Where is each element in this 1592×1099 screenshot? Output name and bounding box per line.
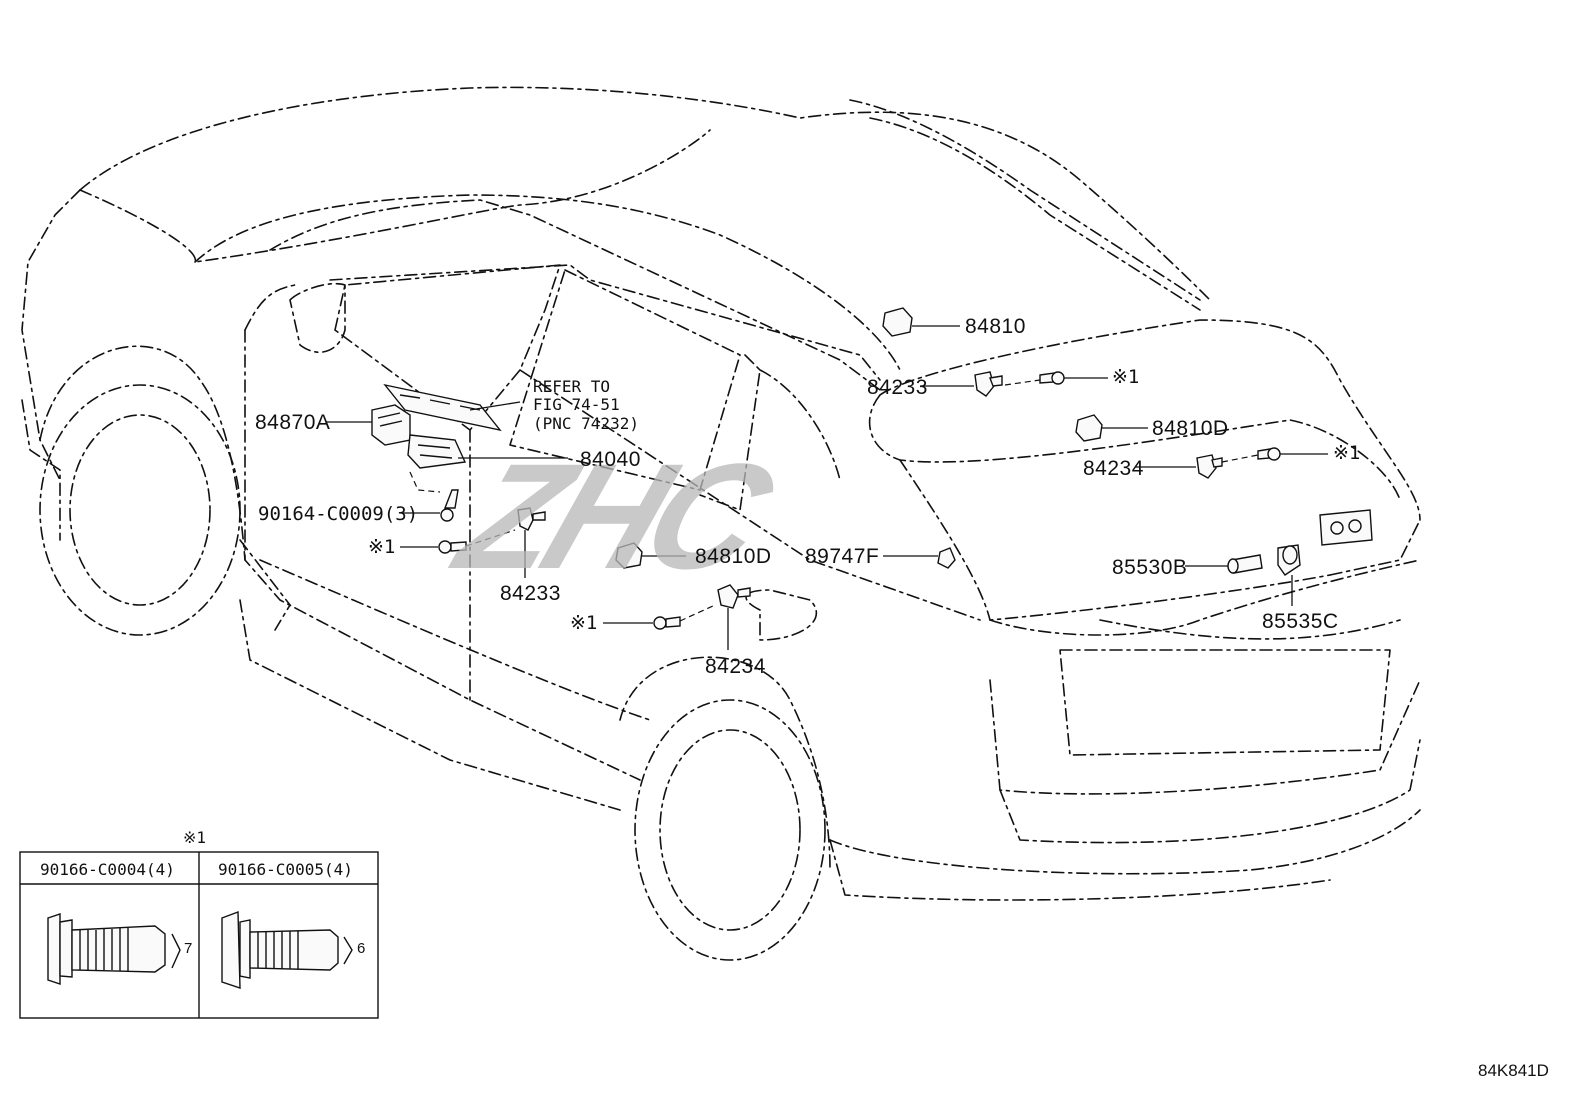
callout-mark1-top: ※1 (1112, 366, 1140, 388)
callout-refer-to-fig: REFER TO FIG 74-51 (PNC 74232) (533, 377, 639, 433)
legend-dim-left: 7 (184, 940, 193, 957)
part-screw-mark1-right (1257, 447, 1281, 461)
callout-89747F: 89747F (805, 545, 880, 568)
bolt-drawing-right (221, 910, 353, 989)
part-84233-right (974, 371, 1003, 397)
part-screw-mark1-left (438, 540, 467, 554)
tail-light (989, 559, 1421, 636)
callout-84810: 84810 (965, 315, 1026, 338)
part-84233-left (517, 507, 546, 531)
part-90164-screw (440, 489, 459, 522)
rear-emblem (1319, 509, 1373, 546)
callout-84870A: 84870A (255, 411, 331, 434)
fastener-legend-table (19, 851, 379, 1019)
part-84810D-mid (615, 542, 643, 569)
callout-84234-right: 84234 (1083, 457, 1144, 480)
part-screw-mark1-top (1039, 371, 1065, 385)
front-wheel-arch (39, 345, 246, 561)
part-screw-mark1-mid (653, 616, 681, 630)
legend-header-right: 90166-C0005(4) (218, 860, 353, 879)
part-85530B (1227, 554, 1263, 574)
callout-85530B: 85530B (1112, 556, 1188, 579)
callout-90164-C0009: 90164-C0009(3) (258, 503, 419, 525)
callout-84810D-mid: 84810D (695, 545, 772, 568)
callout-84233-right: 84233 (867, 376, 928, 399)
rear-bumper (989, 679, 1421, 795)
roof-outline (79, 86, 1211, 301)
callout-mark1-right: ※1 (1333, 442, 1361, 464)
front-wheel (39, 384, 241, 636)
roof-rail (849, 99, 1201, 301)
callout-84810D-right: 84810D (1152, 417, 1229, 440)
bolt-drawing-left (47, 913, 181, 985)
part-84040 (407, 434, 467, 469)
body-side (244, 329, 641, 781)
part-84870A (371, 404, 411, 446)
callout-84234-mid: 84234 (705, 655, 766, 678)
rear-hatch-outline (879, 319, 1421, 521)
legend-mark: ※1 (183, 828, 207, 847)
callout-mark1-mid: ※1 (570, 612, 598, 634)
part-84810 (882, 307, 913, 337)
part-84234-mid (717, 584, 751, 609)
callout-85535C: 85535C (1262, 610, 1339, 633)
part-84810D-right (1075, 414, 1103, 442)
diagram-id-code: 84K841D (1478, 1061, 1549, 1080)
legend-header-left: 90166-C0004(4) (40, 860, 175, 879)
part-trim-panel (383, 383, 502, 432)
part-85535C (1277, 544, 1301, 576)
rear-wheel (634, 699, 826, 961)
part-89747F (937, 547, 956, 569)
callout-84040: 84040 (580, 448, 641, 471)
callout-mark1-left: ※1 (368, 536, 396, 558)
callout-84233-left: 84233 (500, 582, 561, 605)
legend-dim-right: 6 (357, 940, 366, 957)
rear-wheel-arch (619, 656, 831, 871)
part-84234-right (1196, 454, 1223, 479)
